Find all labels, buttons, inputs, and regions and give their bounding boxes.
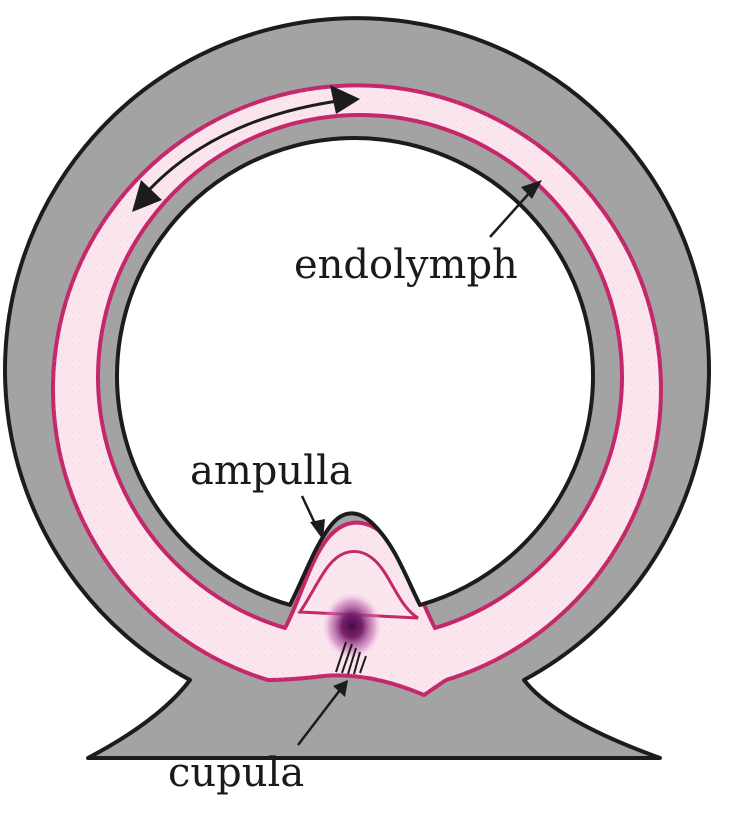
cupula-glow	[322, 592, 382, 660]
ampulla-crest	[297, 550, 419, 620]
arrowhead-right-icon	[330, 85, 360, 114]
endolymph-arrowhead-icon	[521, 180, 542, 199]
cupula-leader-line	[297, 689, 341, 746]
cupula-arrowhead-icon	[333, 680, 348, 697]
flow-direction-arrow	[138, 98, 346, 201]
cupula-label: cupula	[168, 750, 304, 796]
ampulla-label: ampulla	[190, 448, 353, 494]
arrowhead-left-icon	[132, 180, 162, 212]
endolymph-label: endolymph	[294, 242, 518, 288]
endolymph-leader-line	[489, 189, 533, 238]
central-lumen	[115, 136, 595, 607]
cupula-hair-cells	[335, 641, 367, 675]
ampulla-arrowhead-icon	[310, 519, 325, 540]
